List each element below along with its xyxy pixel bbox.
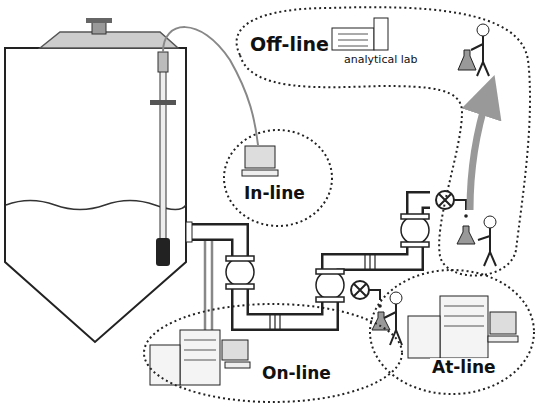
region-outline: [222, 128, 334, 228]
region-title: Off-line: [248, 34, 331, 55]
region-title: At-line: [430, 358, 498, 377]
region-outline: [142, 302, 404, 404]
dotted-region: At-line: [368, 268, 536, 396]
dotted-region: On-line: [142, 302, 404, 404]
region-title: On-line: [260, 364, 333, 383]
region-outline: [368, 268, 536, 396]
dotted-region: In-line: [222, 128, 334, 228]
region-subtitle: analytical lab: [342, 54, 420, 66]
region-title: In-line: [242, 184, 307, 203]
dotted-region: Off-line analytical lab: [222, 2, 534, 284]
